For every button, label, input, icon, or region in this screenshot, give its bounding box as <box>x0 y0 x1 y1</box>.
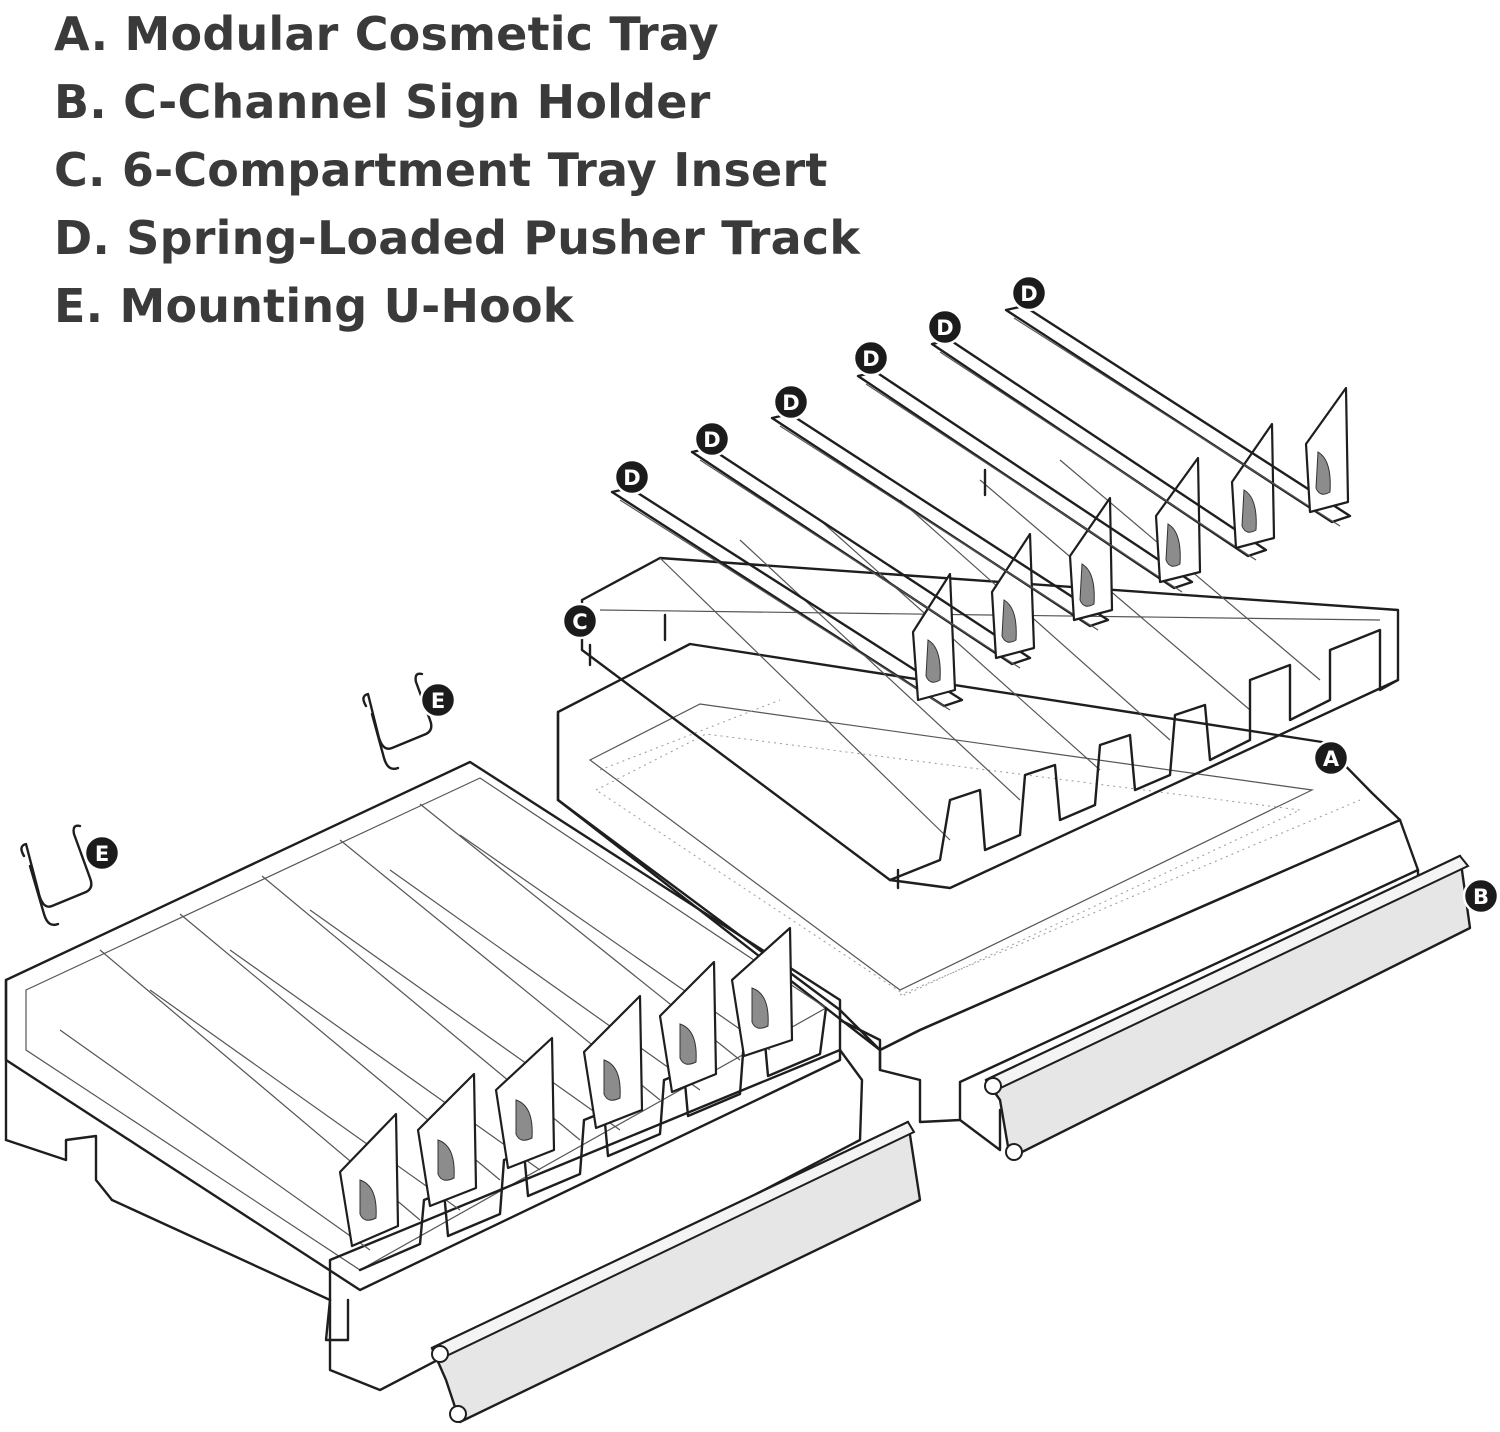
callout-label: D <box>936 316 953 340</box>
callout-d-3: D <box>772 383 810 421</box>
callout-a: A <box>1312 739 1350 777</box>
callout-label: C <box>572 610 587 634</box>
callout-e-lower: E <box>83 834 121 872</box>
callout-label: E <box>95 842 109 866</box>
callout-label: D <box>1020 282 1037 306</box>
callout-label: D <box>862 347 879 371</box>
mounting-u-hook-upper <box>362 672 433 771</box>
callout-d-2: D <box>693 420 731 458</box>
callout-e-upper: E <box>419 681 457 719</box>
legend-item-c: C. 6-Compartment Tray Insert <box>54 143 828 197</box>
legend-item-e: E. Mounting U-Hook <box>54 279 574 333</box>
c-channel-sign-holder-left <box>430 1120 922 1424</box>
tray-insert-right <box>580 459 1400 890</box>
callout-label: D <box>703 428 720 452</box>
callout-label: E <box>431 689 445 713</box>
legend-item-d: D. Spring-Loaded Pusher Track <box>54 211 861 265</box>
modular-cosmetic-tray-left <box>4 760 864 1392</box>
callout-label: B <box>1473 885 1489 909</box>
callout-label: A <box>1323 747 1340 771</box>
mounting-u-hook-lower <box>20 824 93 927</box>
pusher-tracks-right <box>610 304 1352 711</box>
c-channel-sign-holder-right <box>984 854 1472 1161</box>
pusher-track <box>1004 304 1352 527</box>
callout-d-4: D <box>852 339 890 377</box>
callout-c: C <box>561 602 599 640</box>
legend-item-b: B. C-Channel Sign Holder <box>54 75 711 129</box>
callout-d-1: D <box>613 458 651 496</box>
callout-label: D <box>623 466 640 490</box>
callout-b: B <box>1462 877 1500 915</box>
callout-d-5: D <box>926 308 964 346</box>
callout-label: D <box>782 391 799 415</box>
legend-item-a: A. Modular Cosmetic Tray <box>54 7 719 61</box>
callout-d-6: D <box>1010 274 1048 312</box>
pusher-track <box>610 486 964 711</box>
parts-legend: A. Modular Cosmetic Tray B. C-Channel Si… <box>54 0 954 340</box>
